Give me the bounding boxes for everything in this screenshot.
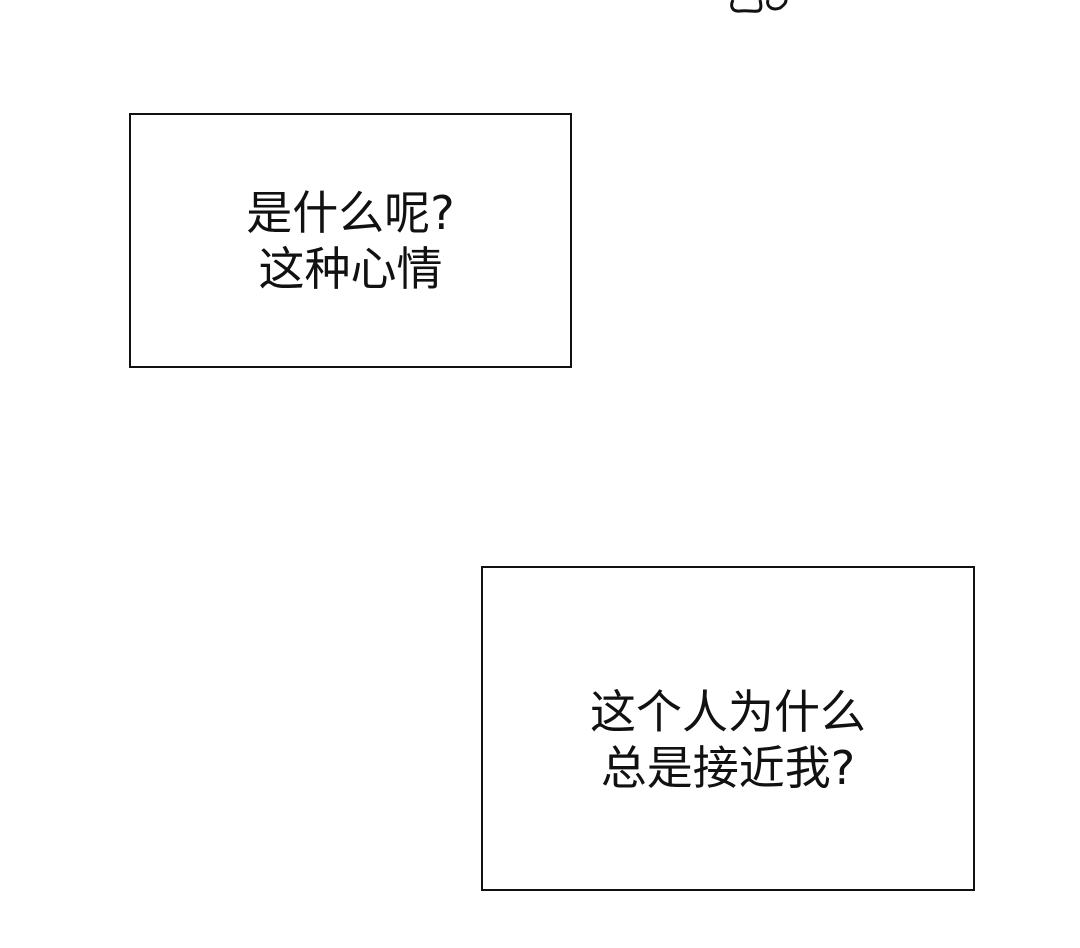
caption-box-2: 这个人为什么 总是接近我?	[481, 566, 975, 891]
caption-box-1: 是什么呢? 这种心情	[129, 113, 572, 368]
caption-line: 这个人为什么	[590, 684, 866, 739]
caption-line: 总是接近我?	[600, 740, 856, 795]
caption-line: 是什么呢?	[246, 185, 455, 240]
line-art-fragment-icon	[730, 0, 788, 13]
caption-line: 这种心情	[258, 241, 443, 296]
